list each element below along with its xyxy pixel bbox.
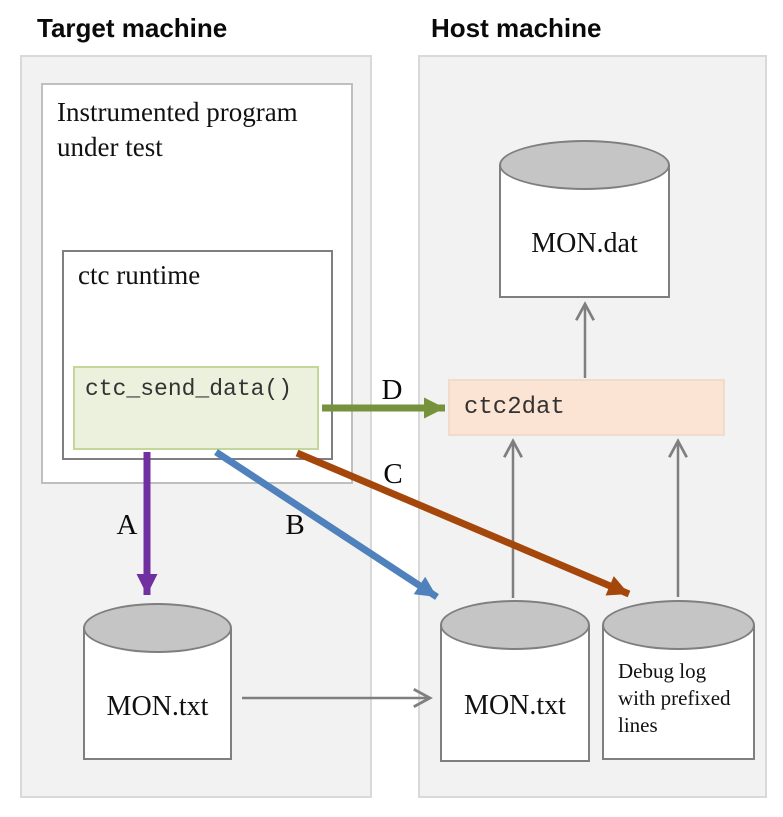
target-machine-title: Target machine <box>37 13 228 43</box>
flow-label-c: C <box>383 458 403 490</box>
cylinder-top-icon <box>440 600 590 650</box>
flow-label-d: D <box>381 374 403 406</box>
ctc-send-data-label: ctc_send_data() <box>85 376 293 402</box>
instrumented-program-label: Instrumented program under test <box>57 97 298 163</box>
host-machine-title: Host machine <box>431 13 602 43</box>
mon-dat-cylinder: MON.dat <box>499 140 670 298</box>
target-mon-txt-label: MON.txt <box>106 690 209 722</box>
cylinder-top-icon <box>499 140 670 190</box>
host-mon-txt-cylinder: MON.txt <box>440 600 590 762</box>
target-mon-txt-cylinder: MON.txt <box>83 603 232 760</box>
host-mon-txt-label: MON.txt <box>464 690 566 721</box>
ctc-send-data-box: ctc_send_data() <box>73 366 319 450</box>
ctc-runtime-label: ctc runtime <box>78 260 201 290</box>
cylinder-top-icon <box>83 603 232 653</box>
mon-dat-label: MON.dat <box>531 228 638 259</box>
debug-log-label: Debug log with prefixed lines <box>618 659 731 737</box>
flow-label-b: B <box>285 509 305 541</box>
ctc2dat-box: ctc2dat <box>448 379 725 436</box>
ctc2dat-label: ctc2dat <box>464 394 565 421</box>
cylinder-top-icon <box>602 600 755 650</box>
flow-label-a: A <box>116 509 138 541</box>
debug-log-cylinder: Debug log with prefixed lines <box>602 600 755 760</box>
debug-log-label-wrap: Debug log with prefixed lines <box>602 650 755 760</box>
